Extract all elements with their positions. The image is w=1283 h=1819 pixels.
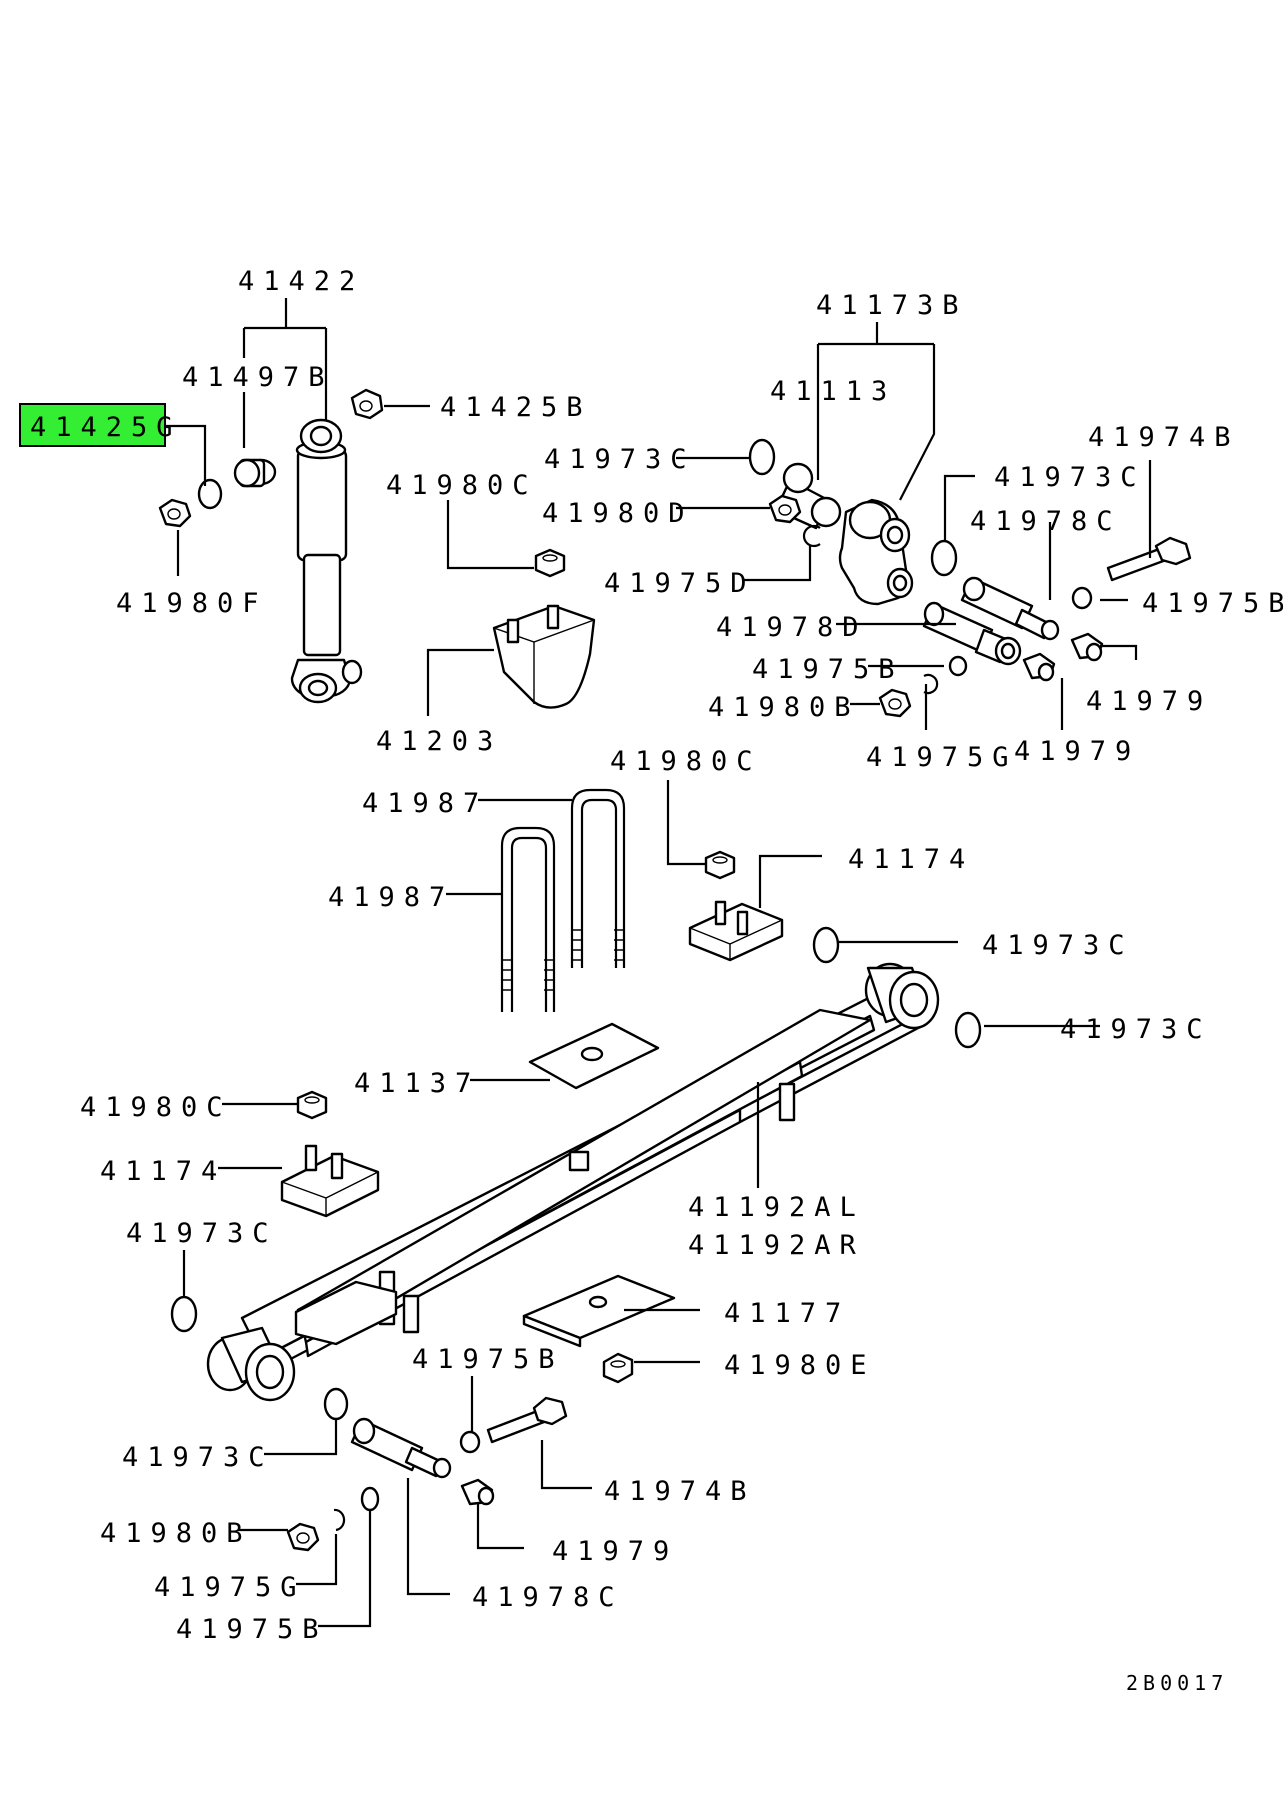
plate-41137-drawing — [528, 1022, 660, 1090]
nut-41980C-mid-drawing — [704, 850, 736, 880]
label-41979-c[interactable]: 41979 — [552, 1536, 678, 1567]
label-41975B-d[interactable]: 41975B — [176, 1614, 328, 1645]
pin-41978C-low-drawing — [350, 1417, 452, 1479]
snap-ring-41975G-low-drawing — [333, 1508, 346, 1532]
shock-absorber-drawing — [290, 418, 363, 704]
washer-41975B-c-drawing — [459, 1430, 481, 1454]
label-41979-b[interactable]: 41979 — [1014, 736, 1140, 767]
highlight-box — [19, 403, 166, 447]
label-41973C-b[interactable]: 41973C — [994, 462, 1146, 493]
label-41978D[interactable]: 41978D — [716, 612, 868, 643]
bushing-41497B-drawing — [233, 458, 277, 488]
nut-41425B-drawing — [350, 388, 384, 420]
label-41980F[interactable]: 41980F — [116, 588, 268, 619]
label-41137[interactable]: 41137 — [354, 1068, 480, 1099]
nut-41980C-low-drawing — [296, 1090, 328, 1120]
leader-lines — [165, 298, 1152, 1628]
label-41987-a[interactable]: 41987 — [362, 788, 488, 819]
label-41973C-a[interactable]: 41973C — [544, 444, 696, 475]
label-41980E[interactable]: 41980E — [724, 1350, 876, 1381]
label-41978C-top[interactable]: 41978C — [970, 506, 1122, 537]
figure-code: 2B0017 — [1126, 1671, 1228, 1695]
washer-41973C-c-drawing — [812, 926, 840, 964]
nut-41980B-low-drawing — [286, 1522, 320, 1552]
label-41980C-top[interactable]: 41980C — [386, 470, 538, 501]
u-bolt-41987-b-drawing — [500, 826, 556, 1012]
label-41974B-top[interactable]: 41974B — [1088, 422, 1240, 453]
pad-41174-low-drawing — [280, 1144, 380, 1218]
label-41425G[interactable]: 41425G — [30, 412, 182, 443]
washer-41975B-a-drawing — [1071, 586, 1093, 610]
label-41975G-low[interactable]: 41975G — [154, 1572, 306, 1603]
label-41974B-low[interactable]: 41974B — [604, 1476, 756, 1507]
washer-41973C-a-drawing — [748, 438, 776, 476]
label-41975B-a[interactable]: 41975B — [1142, 588, 1283, 619]
nut-41980E-drawing — [602, 1352, 634, 1384]
washer-41425G-drawing — [197, 478, 223, 510]
label-41192AR[interactable]: 41192AR — [688, 1230, 865, 1261]
plate-41177-drawing — [522, 1274, 676, 1348]
label-41987-b[interactable]: 41987 — [328, 882, 454, 913]
label-41425B[interactable]: 41425B — [440, 392, 592, 423]
pad-41174-top-drawing — [688, 900, 784, 962]
label-41975G-top[interactable]: 41975G — [866, 742, 1018, 773]
label-41422[interactable]: 41422 — [238, 266, 364, 297]
grease-fitting-41979-a-drawing — [1070, 632, 1104, 662]
nut-41980D-drawing — [768, 494, 802, 524]
label-41973C-f[interactable]: 41973C — [122, 1442, 274, 1473]
washer-41975B-b-drawing — [948, 655, 968, 677]
bump-stopper-41203-drawing — [492, 604, 596, 709]
label-41173B[interactable]: 41173B — [816, 290, 968, 321]
pin-41978C-top-drawing — [960, 576, 1060, 641]
label-41980C-mid[interactable]: 41980C — [610, 746, 762, 777]
label-41203[interactable]: 41203 — [376, 726, 502, 757]
snap-ring-41975D-drawing — [802, 524, 821, 548]
washer-41975B-d-drawing — [360, 1486, 380, 1512]
bolt-41974B-low-drawing — [486, 1396, 568, 1444]
label-41975B-b[interactable]: 41975B — [752, 654, 904, 685]
bushing-41113-drawing — [774, 462, 842, 530]
label-41978C-low[interactable]: 41978C — [472, 1582, 624, 1613]
label-41980D[interactable]: 41980D — [542, 498, 694, 529]
label-41973C-c[interactable]: 41973C — [982, 930, 1134, 961]
label-41980B-low[interactable]: 41980B — [100, 1518, 252, 1549]
shackle-assembly-drawing — [838, 498, 914, 606]
label-41973C-e[interactable]: 41973C — [126, 1218, 278, 1249]
washer-41973C-f-drawing — [323, 1387, 349, 1421]
label-41980C-low[interactable]: 41980C — [80, 1092, 232, 1123]
label-41975D[interactable]: 41975D — [604, 568, 756, 599]
part-drawings — [158, 388, 1192, 1552]
pin-41978D-drawing — [922, 601, 1022, 666]
u-bolt-41987-a-drawing — [570, 788, 626, 968]
snap-ring-41975G-top-drawing — [923, 673, 939, 695]
bolt-41974B-top-drawing — [1106, 536, 1192, 582]
nut-41980B-top-drawing — [878, 688, 912, 718]
callout-labels: 41422 41497B 41425G 41425B 41980F 41980C… — [30, 266, 1283, 1645]
label-41177[interactable]: 41177 — [724, 1298, 850, 1329]
nut-41980F-drawing — [158, 498, 192, 528]
label-41113[interactable]: 41113 — [770, 376, 896, 407]
label-41192AL[interactable]: 41192AL — [688, 1192, 865, 1223]
washer-41973C-e-drawing — [170, 1295, 198, 1333]
label-41975B-c[interactable]: 41975B — [412, 1344, 564, 1375]
label-41980B-top[interactable]: 41980B — [708, 692, 860, 723]
grease-fitting-41979-c-drawing — [460, 1478, 495, 1506]
grease-fitting-41979-b-drawing — [1022, 652, 1056, 682]
label-41174-top[interactable]: 41174 — [848, 844, 974, 875]
washer-41973C-b-drawing — [930, 539, 958, 577]
label-41979-a[interactable]: 41979 — [1086, 686, 1212, 717]
nut-41980C-top-drawing — [534, 548, 566, 578]
label-41174-low[interactable]: 41174 — [100, 1156, 226, 1187]
washer-41973C-d-drawing — [954, 1011, 982, 1049]
label-41973C-d[interactable]: 41973C — [1060, 1014, 1212, 1045]
label-41497B[interactable]: 41497B — [182, 362, 334, 393]
